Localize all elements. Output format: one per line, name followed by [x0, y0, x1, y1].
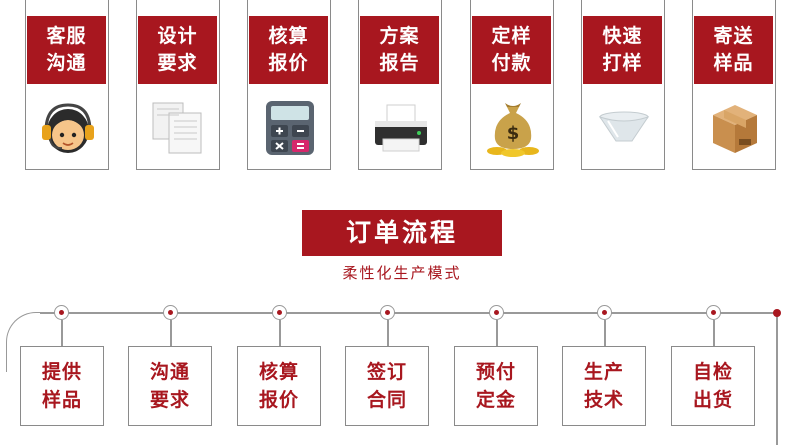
documents-icon [149, 95, 209, 159]
timeline-stem [170, 320, 172, 346]
card-label: 寄送 样品 [694, 16, 773, 84]
card-label: 方案 报告 [360, 16, 439, 84]
timeline-node [489, 305, 504, 320]
timeline-stem [279, 320, 281, 346]
step-self-inspect-ship: 自检 出货 [671, 346, 755, 426]
timeline-node [163, 305, 178, 320]
card-label: 核算 报价 [249, 16, 328, 84]
section-title: 订单流程 [302, 210, 502, 256]
step-cost-quotation: 核算 报价 [237, 346, 321, 426]
card-confirm-payment: 定样 付款 $ [470, 0, 554, 170]
timeline-node [272, 305, 287, 320]
card-label: 设计 要求 [138, 16, 217, 84]
timeline-stem [604, 320, 606, 346]
timeline-stem [61, 320, 63, 346]
timeline-line [40, 312, 776, 314]
card-plan-report: 方案 报告 [358, 0, 442, 170]
card-label: 定样 付款 [472, 16, 551, 84]
printer-icon [371, 95, 431, 159]
step-production-technology: 生产 技术 [562, 346, 646, 426]
timeline-right-line [776, 312, 778, 445]
headset-agent-icon [38, 95, 98, 159]
section-subtitle: 柔性化生产模式 [342, 264, 462, 282]
card-cost-quotation: 核算 报价 [247, 0, 331, 170]
timeline-stem [496, 320, 498, 346]
timeline-node [597, 305, 612, 320]
calculator-icon [260, 95, 320, 159]
card-design-requirements: 设计 要求 [136, 0, 220, 170]
timeline-node [706, 305, 721, 320]
step-provide-samples: 提供 样品 [20, 346, 104, 426]
timeline-stem [713, 320, 715, 346]
card-label: 客服 沟通 [27, 16, 106, 84]
money-bag-icon: $ [483, 95, 543, 159]
card-label: 快速 打样 [583, 16, 662, 84]
card-customer-service: 客服 沟通 [25, 0, 109, 170]
timeline-end-dot [773, 309, 781, 317]
timeline-node [54, 305, 69, 320]
step-prepay-deposit: 预付 定金 [454, 346, 538, 426]
timeline-stem [387, 320, 389, 346]
cup-sample-icon [594, 95, 654, 159]
timeline-node [380, 305, 395, 320]
card-send-samples: 寄送 样品 [692, 0, 776, 170]
card-quick-sampling: 快速 打样 [581, 0, 665, 170]
step-communicate-requirements: 沟通 要求 [128, 346, 212, 426]
package-box-icon [705, 95, 765, 159]
step-sign-contract: 签订 合同 [345, 346, 429, 426]
svg-text:$: $ [507, 123, 520, 144]
